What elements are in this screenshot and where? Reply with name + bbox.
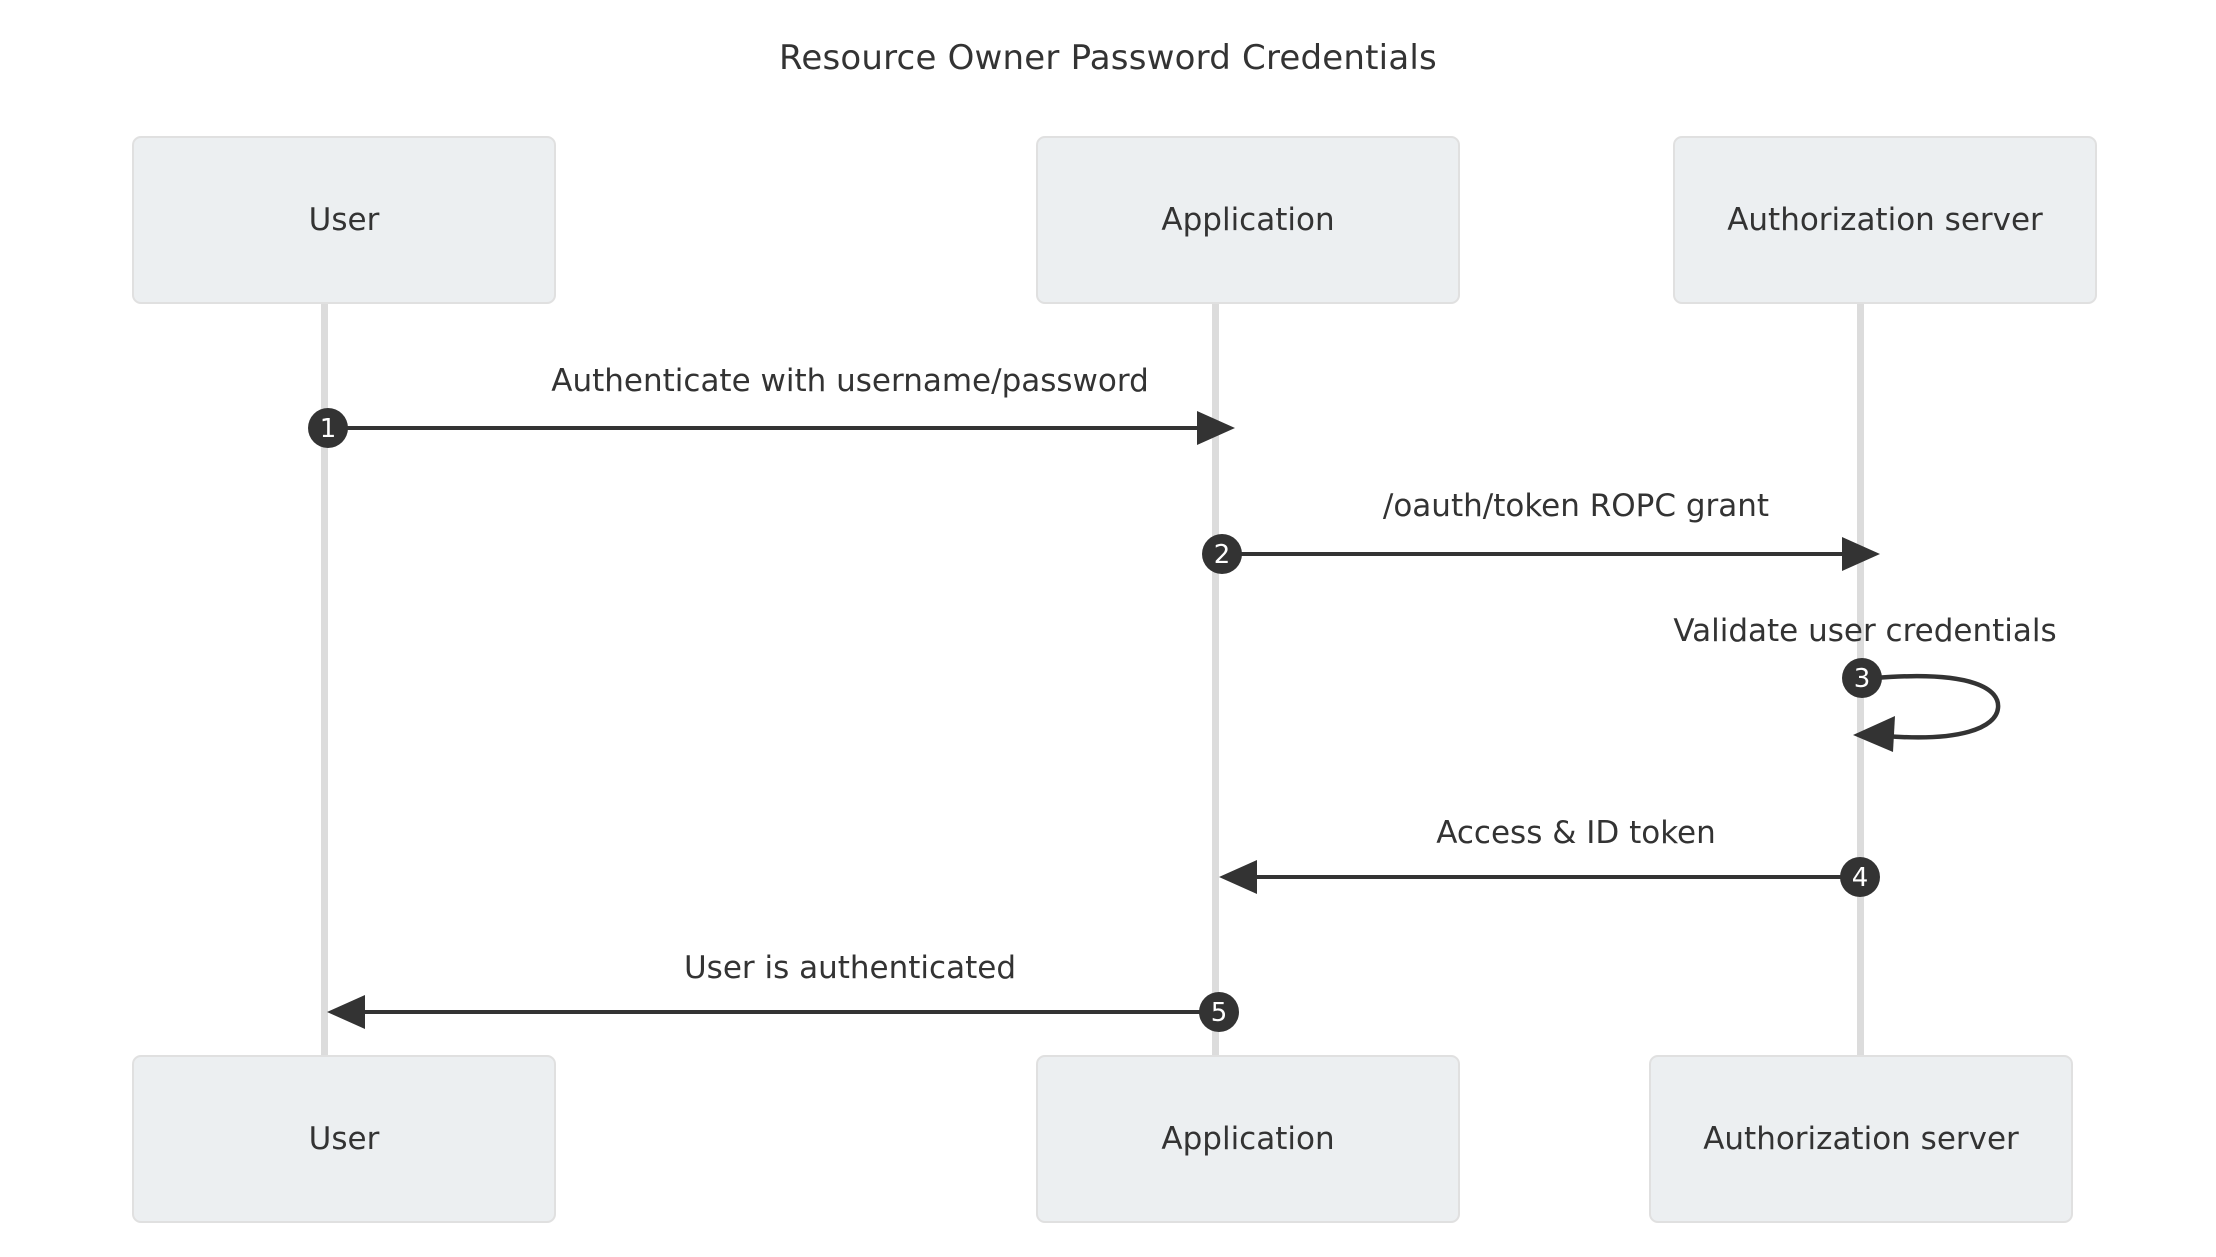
actor-box-user-top[interactable]: User [132,136,556,304]
actor-box-application-top[interactable]: Application [1036,136,1460,304]
actor-box-application-bottom[interactable]: Application [1036,1055,1460,1223]
message-selfloop-3[interactable]: 3 [1842,658,2001,752]
sequence-badge-1 [308,408,348,448]
message-label-1: Authenticate with username/password [551,363,1149,399]
message-arrow-1[interactable]: 1 [308,408,1235,448]
actor-label-application-top: Application [1161,202,1335,238]
message-arrow-2[interactable]: 2 [1202,534,1880,574]
actor-label-application-bottom: Application [1161,1121,1335,1157]
actor-label-authserver-top: Authorization server [1727,202,2043,238]
sequence-badge-5 [1199,992,1239,1032]
actor-label-user-top: User [308,202,380,238]
lifeline-authserver [1857,303,1864,1055]
actor-box-authserver-top[interactable]: Authorization server [1673,136,2097,304]
message-arrow-5[interactable]: 5 [327,992,1239,1032]
actor-box-user-bottom[interactable]: User [132,1055,556,1223]
lifeline-user [321,303,328,1055]
actor-label-user-bottom: User [308,1121,380,1157]
actor-label-authserver-bottom: Authorization server [1703,1121,2019,1157]
message-arrow-4[interactable]: 4 [1219,857,1880,897]
diagram-title: Resource Owner Password Credentials [779,38,1437,78]
message-label-2: /oauth/token ROPC grant [1382,488,1770,524]
actor-box-authserver-bottom[interactable]: Authorization server [1649,1055,2073,1223]
message-label-3: Validate user credentials [1673,613,2057,649]
sequence-badge-2 [1202,534,1242,574]
message-label-4: Access & ID token [1436,815,1716,851]
lifeline-application [1212,303,1219,1055]
message-label-5: User is authenticated [683,950,1016,986]
